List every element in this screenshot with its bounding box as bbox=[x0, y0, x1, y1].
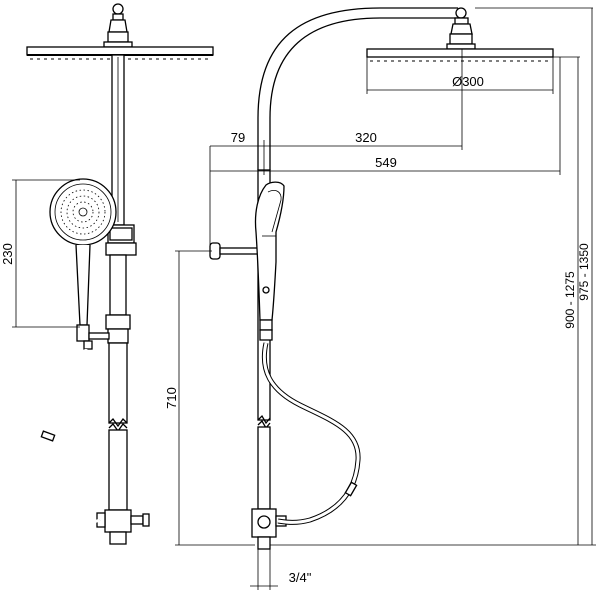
side-overhead-shower-head bbox=[366, 48, 554, 62]
side-curved-arm bbox=[257, 7, 476, 170]
dim-total-height-label: 975 - 1350 bbox=[577, 243, 591, 301]
dim-head-diameter: Ø300 bbox=[366, 57, 554, 94]
front-riser-pipe bbox=[96, 54, 150, 545]
front-hand-shower bbox=[49, 178, 117, 350]
side-hose bbox=[261, 342, 361, 525]
dim-vertical-heights: 900 - 1275 975 - 1350 bbox=[270, 7, 596, 546]
front-hose bbox=[35, 348, 101, 525]
dim-arm-reach-label: 320 bbox=[355, 130, 377, 145]
dim-bracket-height: 710 bbox=[164, 250, 255, 546]
dim-hand-shower-height: 230 bbox=[0, 179, 80, 328]
dim-inlet: 3/4" bbox=[250, 549, 312, 590]
side-hand-shower bbox=[254, 181, 285, 341]
dim-horizontal-reach: 79 320 549 bbox=[209, 49, 561, 245]
dim-head-diameter-label: Ø300 bbox=[452, 74, 484, 89]
dim-bracket-height-label: 710 bbox=[164, 387, 179, 409]
dim-adjustable-height-label: 900 - 1275 bbox=[563, 271, 577, 329]
side-view: Ø300 79 320 549 710 900 bbox=[164, 7, 596, 590]
dim-rail-offset-label: 79 bbox=[231, 130, 245, 145]
dim-inlet-label: 3/4" bbox=[289, 570, 312, 585]
dim-total-reach-label: 549 bbox=[375, 155, 397, 170]
front-overhead-shower-head bbox=[26, 3, 214, 60]
side-wall-bracket bbox=[209, 242, 259, 260]
dim-hand-shower-height-label: 230 bbox=[0, 243, 15, 265]
front-view: 230 bbox=[0, 3, 214, 545]
